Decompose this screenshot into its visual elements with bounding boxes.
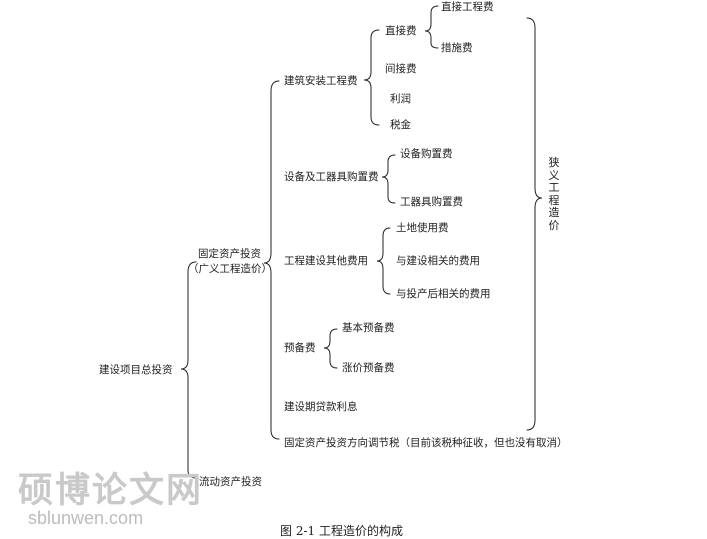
narrow-cost-label: 狭义工程造价 <box>548 156 560 232</box>
brace-other <box>376 227 391 295</box>
brace-direct <box>424 5 439 49</box>
brace-reserve <box>323 328 338 369</box>
construction-node: 建筑安装工程费 <box>284 75 358 87</box>
brace-fixed <box>263 80 280 440</box>
brace-root <box>180 261 197 479</box>
direct-engineering-node: 直接工程费 <box>441 1 494 13</box>
equipment-purchase-node: 设备购置费 <box>400 148 453 160</box>
land-use-node: 土地使用费 <box>396 222 449 234</box>
reserve-node: 预备费 <box>284 342 316 354</box>
brace-narrow <box>526 17 543 431</box>
other-cost-node: 工程建设其他费用 <box>284 255 368 267</box>
tax-node: 税金 <box>390 119 411 131</box>
construction-related-node: 与建设相关的费用 <box>396 255 480 267</box>
watermark-brand: 硕博论文网 <box>18 470 204 511</box>
fixed-asset-node: 固定资产投资 <box>198 248 261 260</box>
tool-purchase-node: 工器具购置费 <box>400 196 463 208</box>
production-related-node: 与投产后相关的费用 <box>396 288 491 300</box>
figure-caption: 图 2-1 工程造价的构成 <box>280 524 403 538</box>
profit-node: 利润 <box>390 93 411 105</box>
adjust-tax-node: 固定资产投资方向调节税（目前该税种征收，但也没有取消） <box>284 437 568 449</box>
fixed-asset-subtitle: （广义工程造价） <box>188 263 272 275</box>
brace-construction <box>363 29 380 126</box>
price-reserve-node: 涨价预备费 <box>342 362 395 374</box>
indirect-cost-node: 间接费 <box>385 63 417 75</box>
direct-cost-node: 直接费 <box>385 25 417 37</box>
measure-cost-node: 措施费 <box>441 42 473 54</box>
brace-equipment <box>381 154 396 204</box>
equipment-node: 设备及工器具购置费 <box>284 171 379 183</box>
current-asset-node: 流动资产投资 <box>199 476 262 488</box>
watermark-url: sblunwen.com <box>28 508 144 528</box>
interest-node: 建设期贷款利息 <box>284 401 358 413</box>
root-node: 建设项目总投资 <box>99 364 173 376</box>
basic-reserve-node: 基本预备费 <box>342 322 395 334</box>
